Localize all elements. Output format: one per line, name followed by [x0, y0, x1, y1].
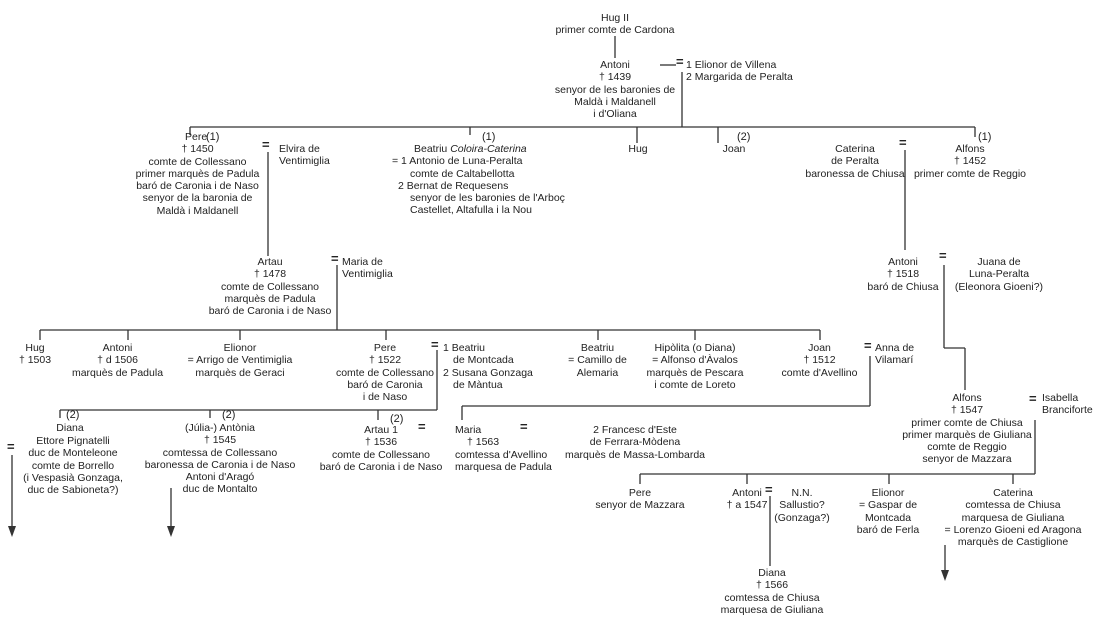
- person-antoni-a1547: Antoni† a 1547: [726, 487, 768, 512]
- marriage-sign: =: [765, 482, 773, 497]
- wife-mark: (2): [222, 409, 236, 421]
- wife-mark: (2): [66, 409, 80, 421]
- marriage-sign: =: [520, 419, 528, 434]
- marriage-sign: =: [331, 251, 339, 266]
- person-hug-1503: Hug† 1503: [18, 342, 52, 367]
- wife-mark: (2): [390, 413, 404, 425]
- person-joan: Joan: [722, 143, 746, 155]
- marriage-sign: =: [262, 137, 270, 152]
- wife-mark: (2): [737, 131, 751, 143]
- marriage-sign: =: [899, 135, 907, 150]
- marriage-sign: =: [431, 337, 439, 352]
- person-beatriu-coloira-caterina: Beatriu Coloira-Caterina= 1 Antonio de L…: [392, 143, 565, 217]
- marriage-sign: =: [7, 439, 15, 454]
- marriage-sign: =: [1029, 391, 1037, 406]
- marriage-sign: =: [418, 419, 426, 434]
- marriage-sign: =: [864, 338, 872, 353]
- person-hug: Hug: [628, 143, 648, 155]
- wife-mark: (1): [482, 131, 496, 143]
- wife-mark: (1): [978, 131, 992, 143]
- spouse-nn-sallustio: N.N.Sallustio?(Gonzaga?): [774, 487, 830, 524]
- wife-mark: (1): [206, 131, 220, 143]
- marriage-sign: =: [939, 248, 947, 263]
- person-diana: Diana: [56, 422, 84, 434]
- marriage-sign: =: [676, 54, 684, 69]
